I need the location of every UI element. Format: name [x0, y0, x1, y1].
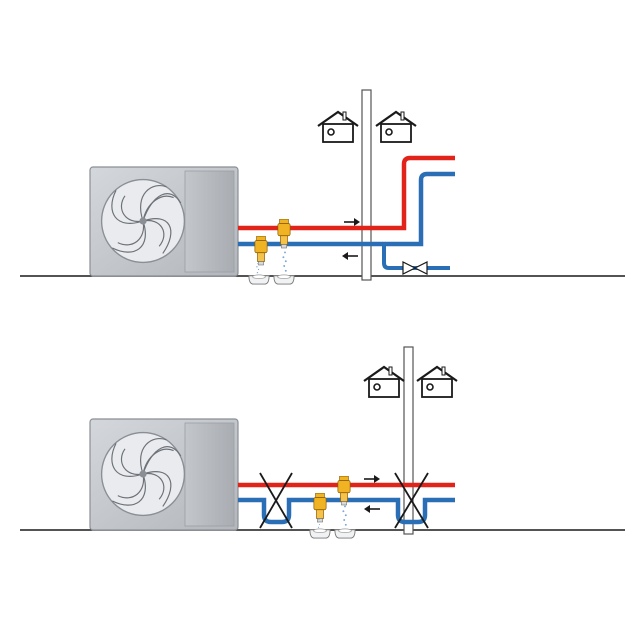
- house-thermometer-icon: [415, 365, 459, 399]
- house-thermometer-icon: [316, 110, 360, 144]
- house-thermometer-icon: [362, 365, 406, 399]
- heat-pump-unit: [89, 418, 239, 531]
- arrow-right-icon: [364, 475, 380, 483]
- water-drops-icon: [282, 251, 287, 272]
- drain-tray-icon: [309, 528, 331, 539]
- drain-valve-icon: [254, 236, 268, 266]
- drain-tray-icon: [248, 274, 270, 285]
- cross-mark-icon: [394, 472, 429, 529]
- drain-tray-icon: [273, 274, 295, 285]
- cold-pipe-branch: [382, 244, 450, 270]
- drain-valve-icon: [313, 493, 327, 523]
- heat-pump-unit: [89, 166, 239, 277]
- wall: [361, 89, 372, 281]
- fan-icon: [100, 431, 186, 517]
- drain-tray-icon: [334, 528, 356, 539]
- gate-valve-icon: [402, 261, 428, 275]
- arrow-left-icon: [364, 505, 380, 513]
- arrow-right-icon: [344, 218, 360, 226]
- diagram-bottom: [20, 346, 625, 539]
- hot-pipe: [238, 155, 455, 231]
- water-drops-icon: [342, 505, 347, 526]
- fan-icon: [100, 178, 186, 264]
- diagram-top: [20, 89, 625, 285]
- cross-mark-icon: [259, 472, 293, 529]
- house-thermometer-icon: [374, 110, 418, 144]
- wall: [403, 346, 414, 535]
- cold-pipe: [238, 171, 455, 247]
- arrow-left-icon: [342, 252, 358, 260]
